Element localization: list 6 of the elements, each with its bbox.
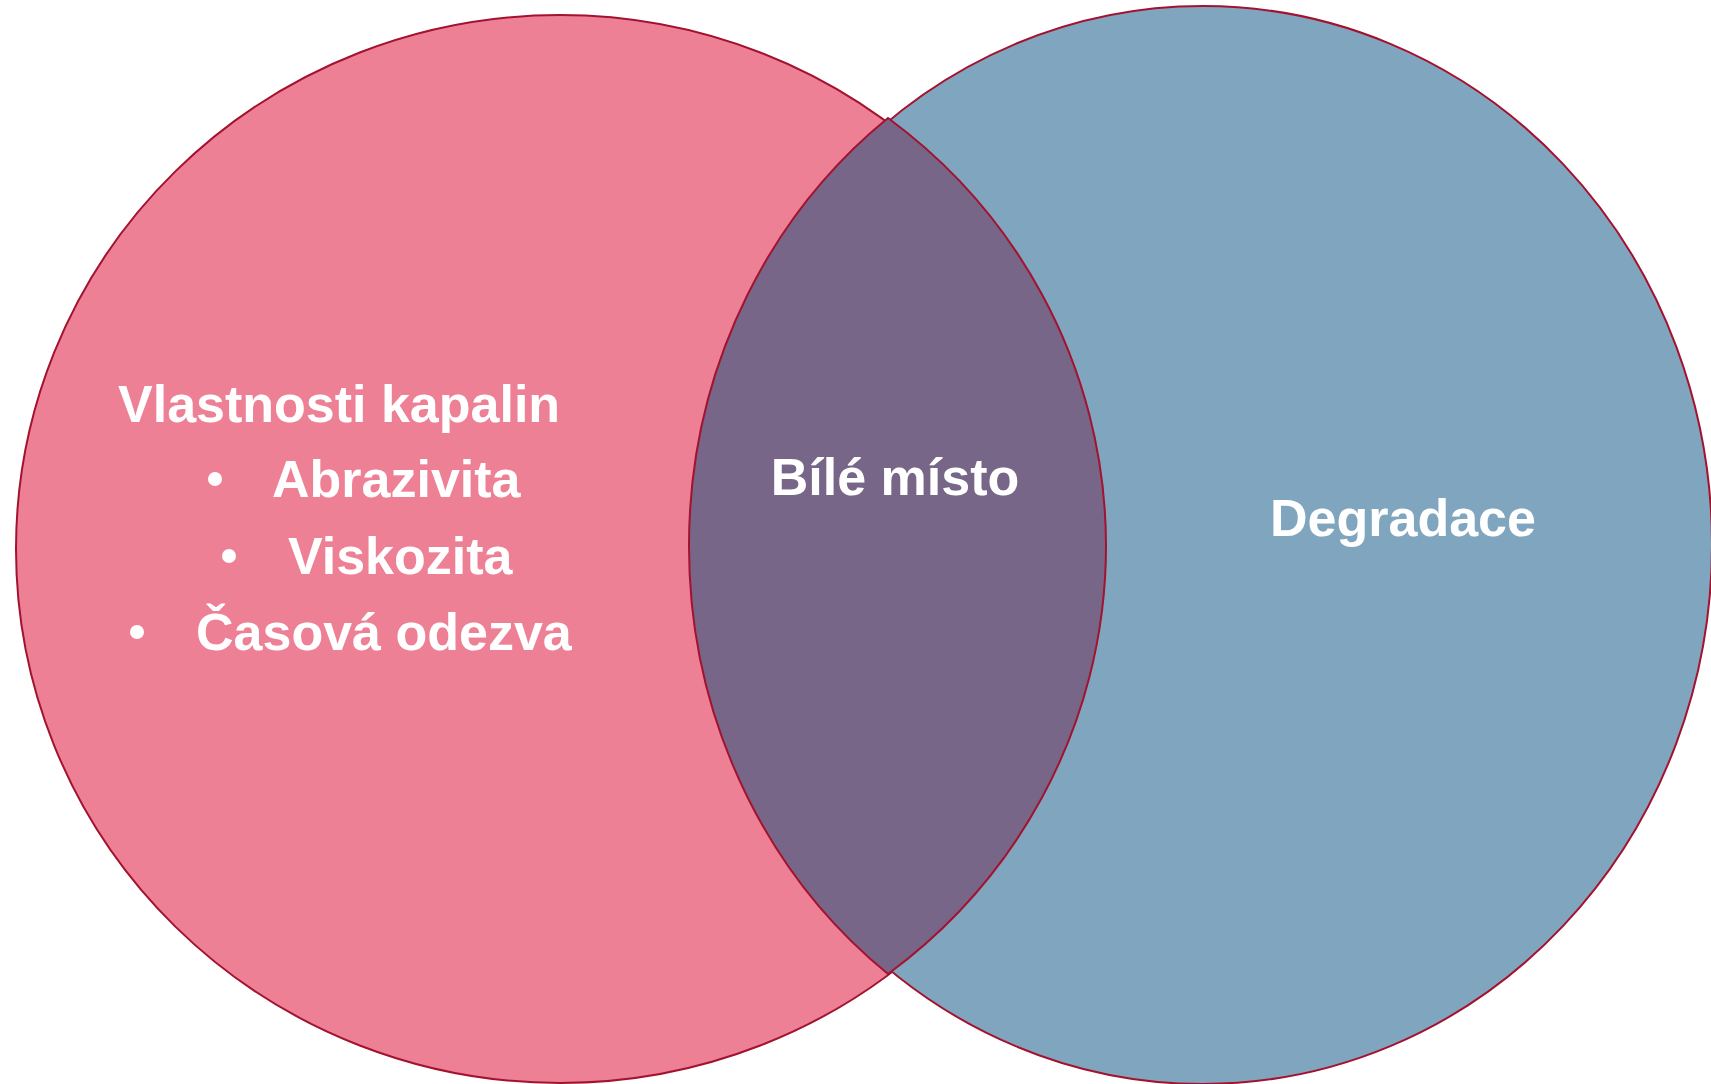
region-label: Bílé místo bbox=[769, 447, 1021, 507]
bullet-item: Viskozita bbox=[288, 526, 513, 586]
region-label: Degradace bbox=[1270, 488, 1536, 548]
bullet-item: Časová odezva bbox=[196, 602, 572, 662]
region-label: Vlastnosti kapalin bbox=[118, 374, 561, 434]
bullet-item: Abrazivita bbox=[272, 449, 521, 509]
